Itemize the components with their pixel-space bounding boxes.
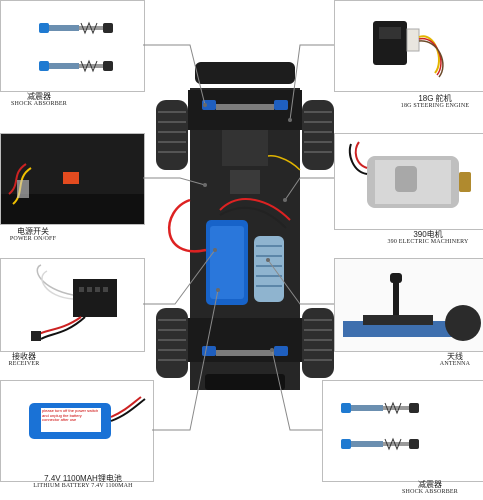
callout-label-zh: 7.4V 1100MAH锂电池 xyxy=(44,474,122,483)
callout-label-zh: 接收器 xyxy=(12,352,36,361)
callout-receiver: 接收器 RECEIVER xyxy=(2,352,46,368)
callout-label-en: SHOCK ABSORBER xyxy=(402,489,458,496)
callout-label-zh: 减震器 xyxy=(27,92,51,101)
battery-panel: please turn off the power switch and unp… xyxy=(0,380,154,482)
callout-label-en: RECEIVER xyxy=(8,361,40,368)
power-switch-panel xyxy=(0,133,145,225)
callout-label-zh: 390电机 xyxy=(413,230,443,239)
callout-label-zh: 18G 舵机 xyxy=(418,94,452,103)
callout-motor: 390电机 390 ELECTRIC MACHINERY xyxy=(376,230,480,246)
steering-servo-panel xyxy=(334,0,483,92)
callout-steering-engine: 18G 舵机 18G STEERING ENGINE xyxy=(390,94,480,110)
callout-label-en: ANTENNA xyxy=(439,361,471,368)
antenna-panel xyxy=(334,258,483,352)
receiver-panel xyxy=(0,258,145,352)
shock-absorber-image xyxy=(39,21,113,73)
callout-shock-absorber-bottom: 减震器 SHOCK ABSORBER xyxy=(380,480,480,496)
shock-absorber-panel-bottom xyxy=(322,380,483,482)
callout-antenna: 天线 ANTENNA xyxy=(430,352,480,368)
callout-label-en: POWER ON/OFF xyxy=(9,236,57,243)
callout-label-en: 18G STEERING ENGINE xyxy=(400,103,470,110)
callout-label-zh: 电源开关 xyxy=(17,227,49,236)
callout-battery: 7.4V 1100MAH锂电池 LITHIUM BATTERY 7.4V 110… xyxy=(8,474,158,490)
chassis-photo xyxy=(150,60,340,395)
callout-power-switch: 电源开关 POWER ON/OFF xyxy=(2,227,64,243)
motor-panel xyxy=(334,133,483,230)
callout-shock-absorber-top: 减震器 SHOCK ABSORBER xyxy=(5,92,73,108)
callout-label-en: 390 ELECTRIC MACHINERY xyxy=(387,239,469,246)
callout-label-en: LITHIUM BATTERY 7.4V 1100MAH xyxy=(33,483,133,490)
callout-label-zh: 减震器 xyxy=(418,480,442,489)
shock-absorber-panel-top xyxy=(0,0,145,92)
battery-warning-sticker: please turn off the power switch and unp… xyxy=(42,409,99,423)
callout-label-zh: 天线 xyxy=(447,352,463,361)
callout-label-en: SHOCK ABSORBER xyxy=(11,101,67,108)
